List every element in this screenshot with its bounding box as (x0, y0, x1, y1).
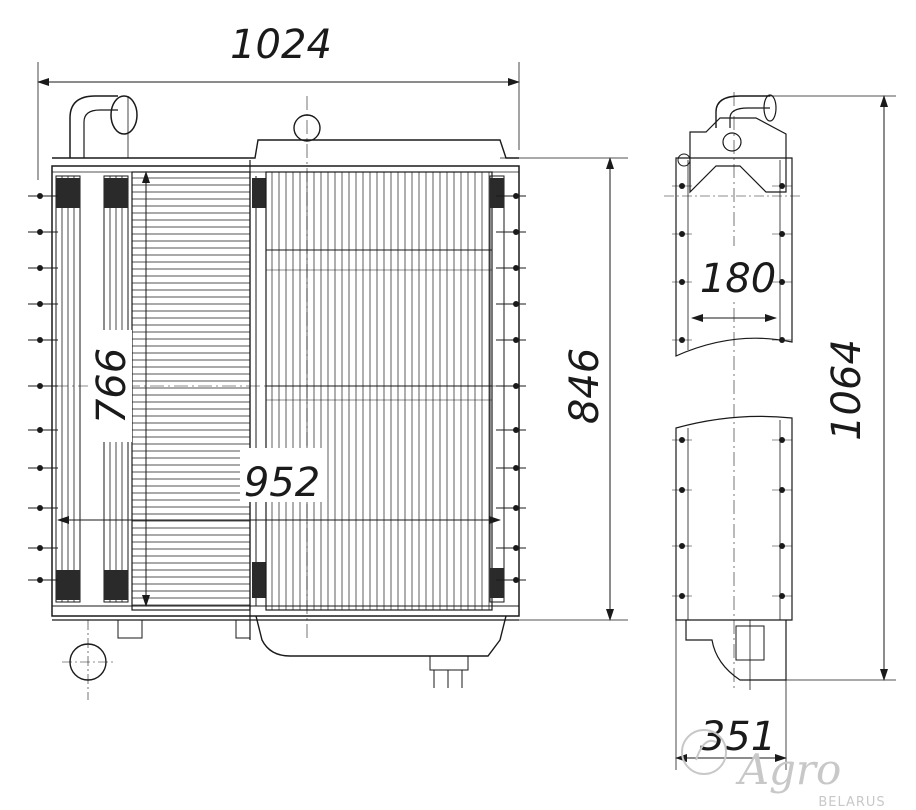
upper-pipe-flange (110, 95, 138, 135)
side-lower-plate (675, 415, 793, 621)
dim-180-label: 180 (700, 256, 776, 302)
logo-sub: BELARUS (818, 795, 885, 810)
logo-brand: Agro (735, 745, 842, 794)
agro-belarus-logo: Agro BELARUS (681, 729, 885, 810)
top-tank (52, 139, 519, 159)
dim-1024-label: 1024 (230, 22, 332, 68)
radiator-frame (51, 165, 520, 617)
upper-pipe (69, 95, 118, 158)
dim-846-label: 846 (562, 348, 608, 424)
left-core (131, 171, 251, 611)
side-view (664, 92, 896, 770)
side-upper-plate (675, 157, 793, 357)
dim-1064-label: 1064 (824, 339, 870, 441)
dim-766-label: 766 (89, 348, 135, 424)
bottom-tank (255, 615, 507, 657)
side-top-bracket (689, 117, 787, 194)
dim-1024-bg (236, 18, 326, 62)
dim-952-label: 952 (244, 460, 320, 506)
right-core (265, 171, 493, 611)
dim-351-label: 351 (700, 714, 776, 760)
logo-leaf-icon (681, 729, 727, 775)
